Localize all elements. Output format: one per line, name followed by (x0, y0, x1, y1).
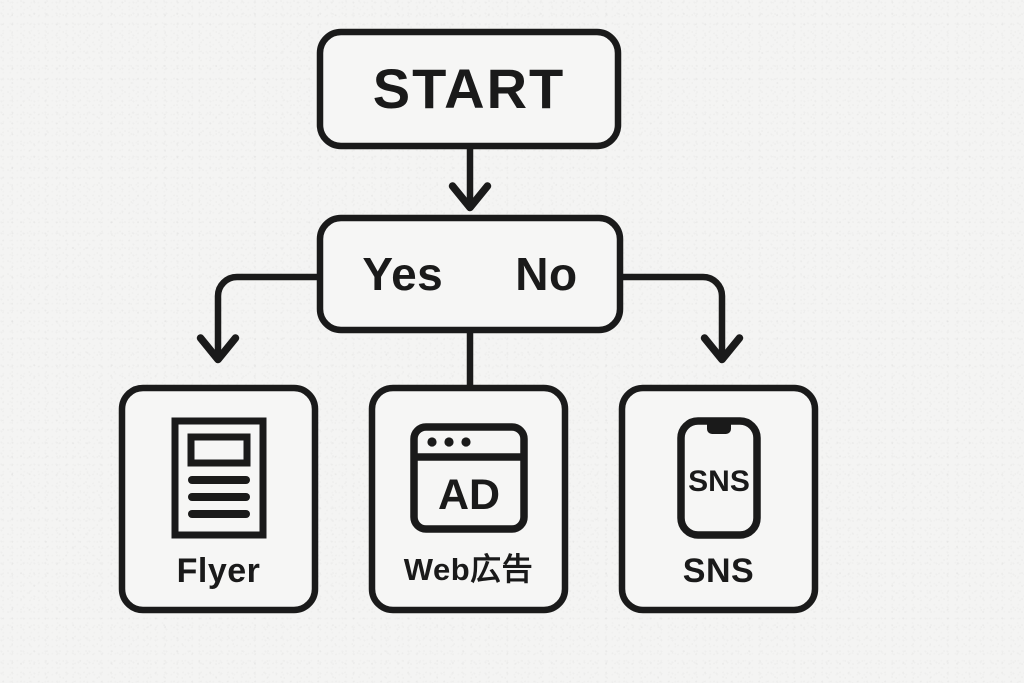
webad-node-outline (368, 384, 569, 614)
connector-decision-to-sns (620, 273, 744, 364)
start-node-outline (316, 28, 622, 150)
connector-start-to-decision (448, 146, 492, 212)
outcome-label-sns: SNS (682, 552, 755, 590)
start-node-label: START (372, 57, 566, 120)
document-icon (171, 416, 267, 540)
sns-node-outline (618, 384, 819, 614)
outcome-label-flyer: Flyer (176, 552, 261, 590)
connector-decision-to-flyer (196, 273, 320, 364)
outcome-node-webad[interactable]: AD Web広告 (372, 388, 565, 610)
start-node[interactable]: START (320, 32, 618, 146)
decision-node[interactable]: Yes No (320, 218, 620, 330)
outcome-node-flyer[interactable]: Flyer (122, 388, 315, 610)
browser-ad-icon-text: AD (437, 471, 499, 519)
smartphone-icon: SNS (676, 416, 761, 540)
decision-option-yes[interactable]: Yes (362, 248, 444, 300)
outcome-node-sns[interactable]: SNS SNS (622, 388, 815, 610)
smartphone-icon-text: SNS (688, 465, 750, 498)
decision-option-no[interactable]: No (515, 248, 578, 300)
outcome-label-webad: Web広告 (403, 552, 534, 587)
browser-ad-icon: AD (409, 416, 528, 540)
decision-node-outline (316, 214, 624, 334)
